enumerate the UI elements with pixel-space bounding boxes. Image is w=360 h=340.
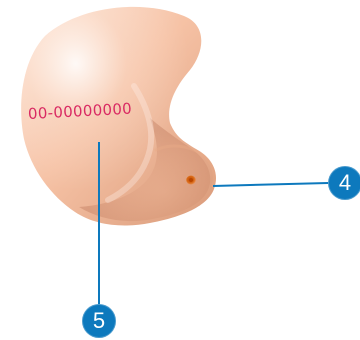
callout-badge-5: 5 [82,304,116,338]
callout-line-4 [213,183,328,186]
sound-outlet-port [186,176,196,185]
callout-badge-4: 4 [328,166,360,200]
